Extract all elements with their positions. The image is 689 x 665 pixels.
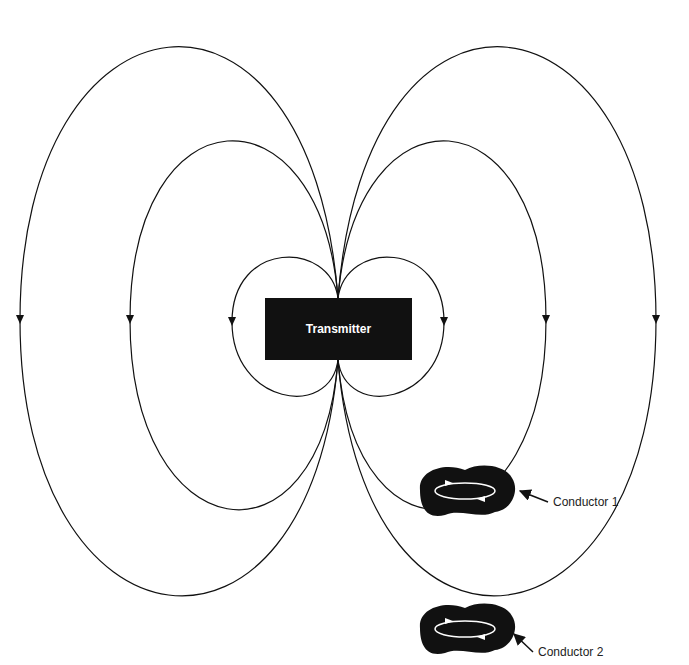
leader-arrow — [520, 491, 548, 502]
node-title: Transmitter — [306, 322, 371, 336]
transmitter-box: Transmitter — [265, 298, 412, 360]
leader-arrow — [514, 634, 533, 652]
conductor-label: Conductor 1 — [553, 495, 618, 509]
field-arrow — [126, 315, 134, 324]
conductor-body — [420, 604, 515, 654]
field-arrow — [228, 317, 236, 326]
leader-arrows — [514, 491, 548, 652]
field-arrow — [542, 315, 550, 324]
field-arrow — [440, 317, 448, 326]
conductor-label: Conductor 2 — [538, 645, 603, 659]
field-arrow — [652, 315, 660, 324]
field-arrow — [16, 315, 24, 324]
conductor-body — [420, 466, 515, 516]
field-lines — [20, 47, 656, 596]
